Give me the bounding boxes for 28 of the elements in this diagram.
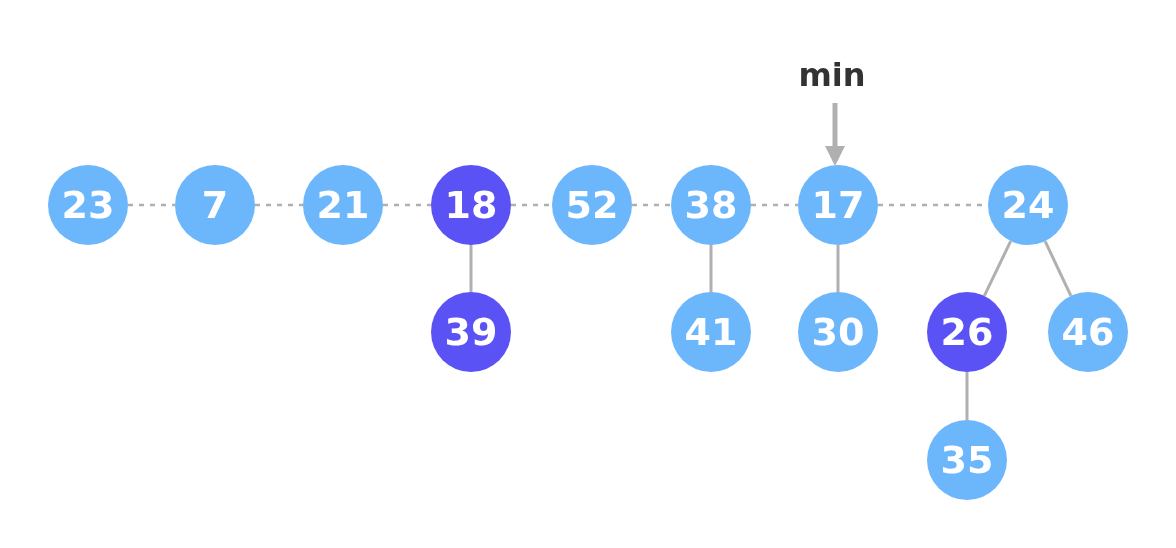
node-value: 46 — [1061, 313, 1115, 351]
node-value: 7 — [201, 186, 229, 224]
tree-line — [709, 245, 713, 292]
node-value: 38 — [684, 186, 738, 224]
arrow — [825, 103, 845, 166]
dashed-line — [128, 203, 175, 207]
node-value: 24 — [1001, 186, 1055, 224]
tree-line — [982, 240, 1013, 297]
dashed-line — [751, 203, 798, 207]
node-value: 41 — [684, 313, 738, 351]
tree-line — [469, 245, 473, 292]
node-value: 26 — [940, 313, 994, 351]
node-value: 39 — [444, 313, 498, 351]
dashed-line — [632, 203, 671, 207]
node-value: 17 — [811, 186, 865, 224]
node-value: 21 — [316, 186, 370, 224]
tree-line — [965, 372, 969, 420]
tree-line — [1043, 240, 1073, 297]
pointer-label: min — [798, 59, 866, 91]
dashed-line — [255, 203, 303, 207]
node-value: 52 — [565, 186, 619, 224]
node-value: 35 — [940, 441, 994, 479]
tree-line — [836, 245, 840, 292]
node-value: 23 — [61, 186, 115, 224]
node-value: 18 — [444, 186, 498, 224]
node-value: 30 — [811, 313, 865, 351]
dashed-line — [383, 203, 431, 207]
dashed-line — [511, 203, 552, 207]
